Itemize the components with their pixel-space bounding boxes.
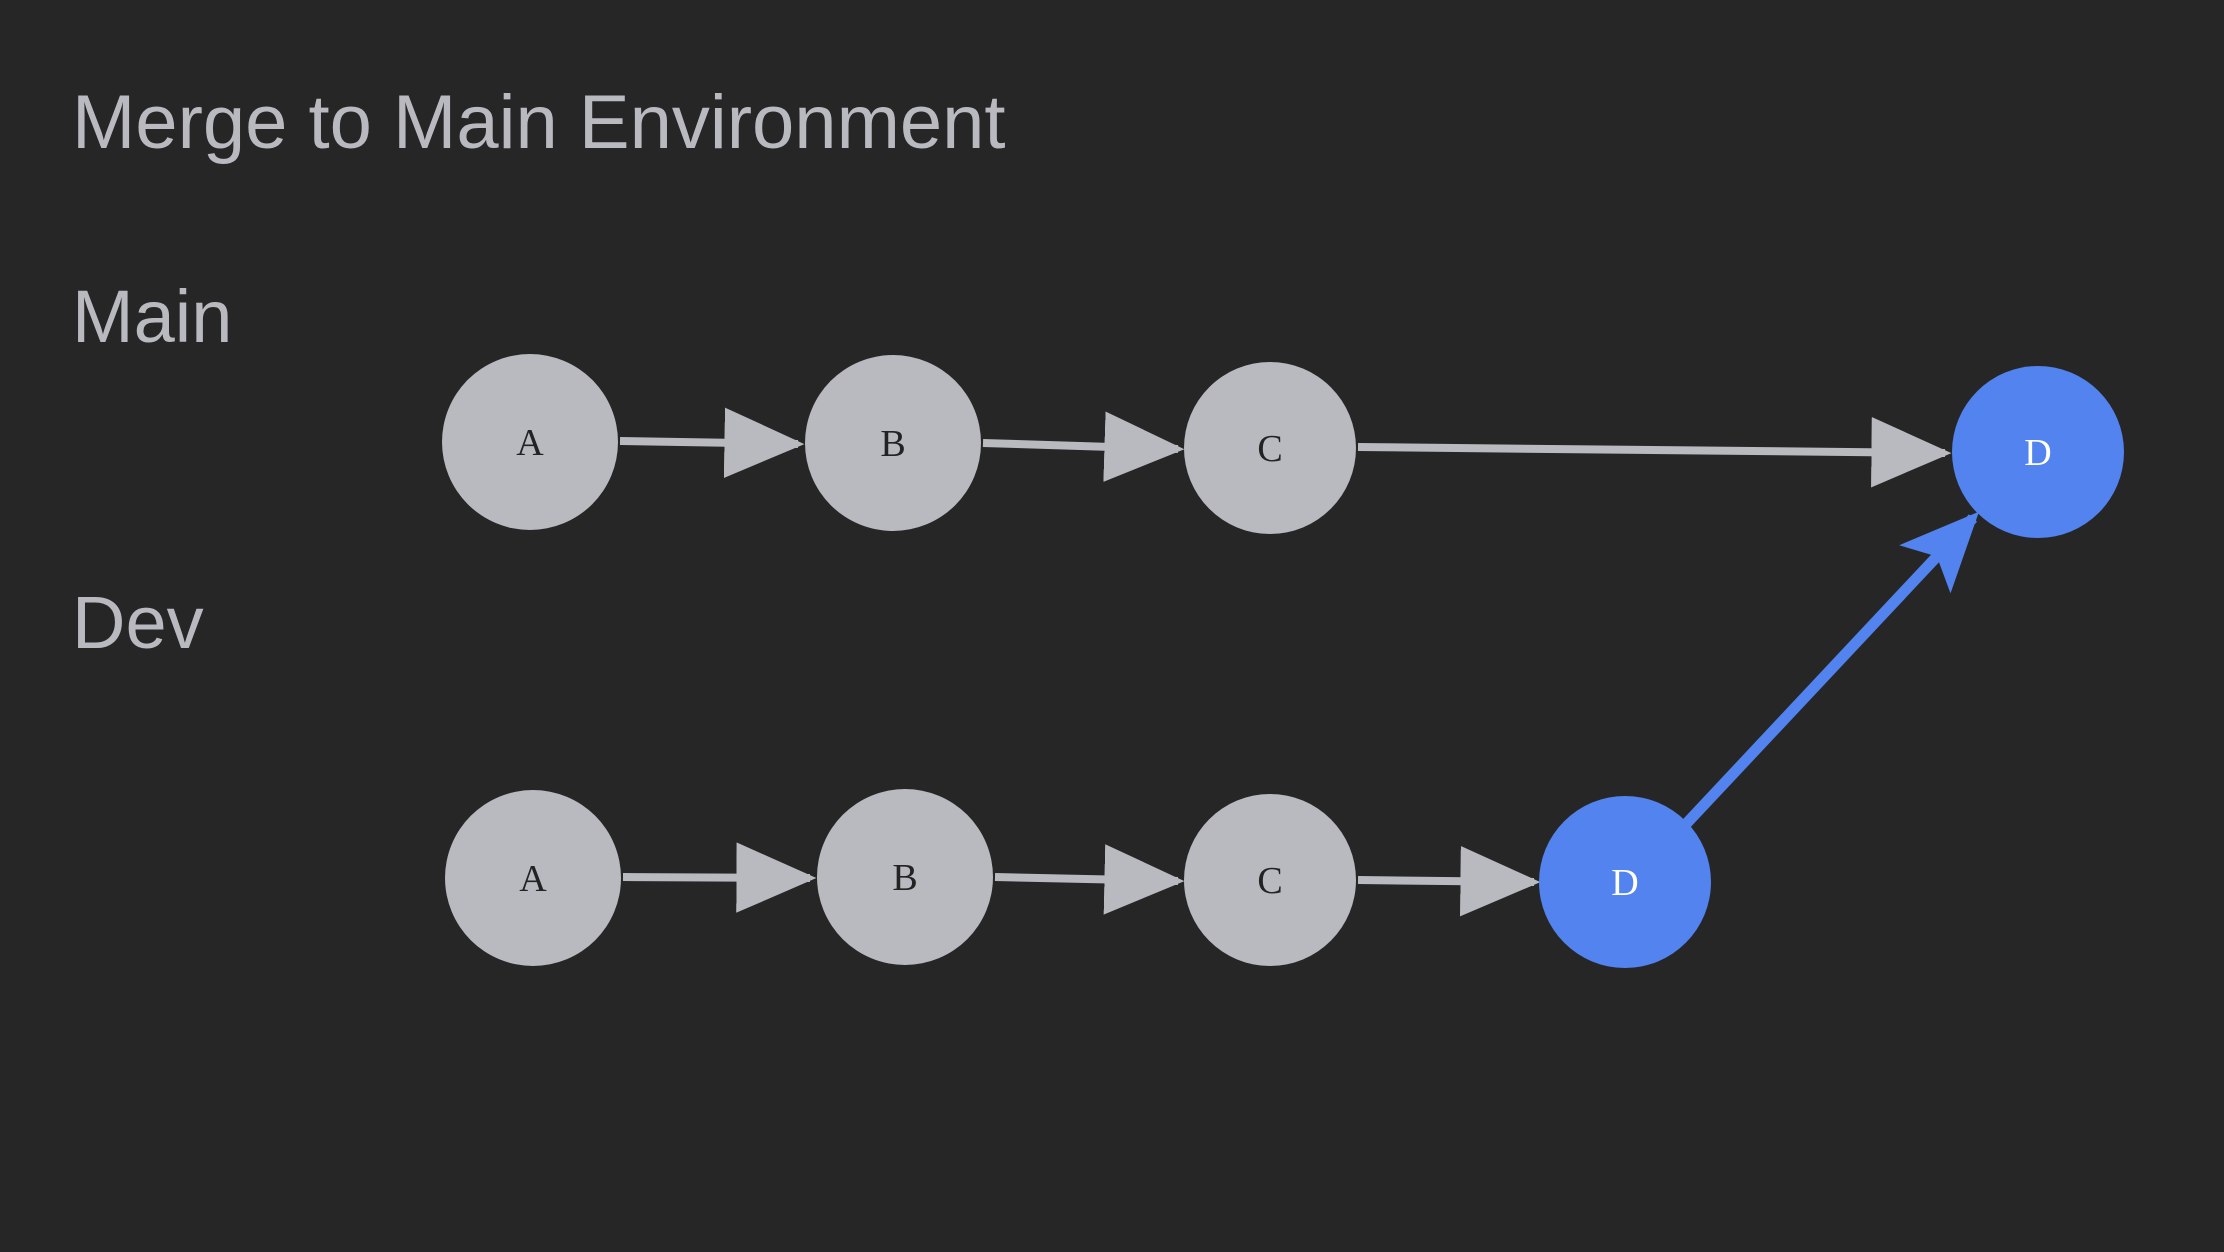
node-text-dev-d: D	[1611, 862, 1638, 904]
edge-main-c-to-d	[1357, 417, 1952, 488]
node-text-main-c: C	[1257, 428, 1282, 470]
edge-dev-a-to-b	[622, 842, 817, 913]
node-dev-d[interactable]: D	[1539, 796, 1711, 968]
node-circle-main-a[interactable]	[442, 354, 618, 530]
edge-dev-c-to-d	[1357, 845, 1541, 917]
edge-merge-dev-d-to-main-d	[1681, 511, 1980, 828]
node-text-dev-b: B	[892, 857, 917, 899]
node-circle-main-c[interactable]	[1184, 362, 1356, 534]
lane-dev: Dev A B C D	[72, 581, 1711, 968]
node-text-main-d: D	[2024, 432, 2051, 474]
node-dev-a[interactable]: A	[445, 790, 621, 966]
lane-main: Main A B C D	[72, 275, 2124, 538]
node-circle-dev-b[interactable]	[817, 789, 993, 965]
node-circle-main-d[interactable]	[1952, 366, 2124, 538]
node-main-d[interactable]: D	[1952, 366, 2124, 538]
node-circle-dev-c[interactable]	[1184, 794, 1356, 966]
node-text-main-a: A	[516, 422, 544, 464]
page-title: Merge to Main Environment	[72, 80, 1006, 165]
node-main-c[interactable]: C	[1184, 362, 1356, 534]
node-dev-c[interactable]: C	[1184, 794, 1356, 966]
node-text-main-b: B	[880, 423, 905, 465]
edge-main-a-to-b	[619, 407, 805, 478]
lane-label-main: Main	[72, 275, 232, 358]
node-text-dev-a: A	[519, 858, 547, 900]
node-circle-main-b[interactable]	[805, 355, 981, 531]
lane-label-dev: Dev	[72, 581, 204, 664]
node-circle-dev-d[interactable]	[1539, 796, 1711, 968]
node-dev-b[interactable]: B	[817, 789, 993, 965]
lane-main-edges	[619, 407, 1952, 488]
node-main-a[interactable]: A	[442, 354, 618, 530]
edge-dev-b-to-c	[994, 844, 1185, 915]
node-main-b[interactable]: B	[805, 355, 981, 531]
edge-main-b-to-c	[982, 411, 1185, 482]
node-text-dev-c: C	[1257, 860, 1282, 902]
node-circle-dev-a[interactable]	[445, 790, 621, 966]
lane-dev-edges	[622, 842, 1541, 917]
